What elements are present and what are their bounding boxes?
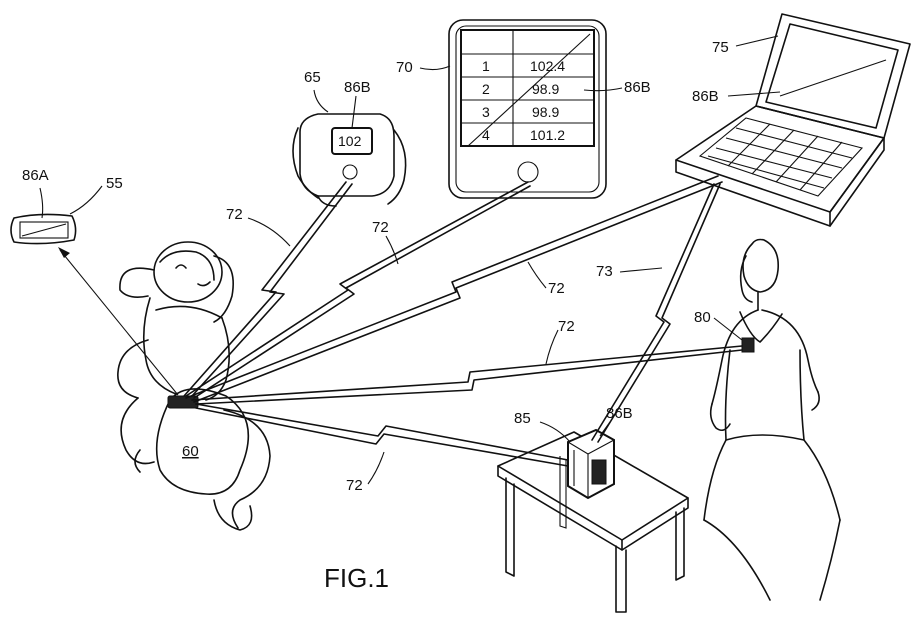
leader-line-86B-wrist — [352, 96, 356, 128]
label-80: 80 — [694, 309, 711, 326]
leader-line-80 — [714, 318, 742, 340]
leader-line-86A — [40, 188, 43, 218]
label-73: 73 — [596, 263, 613, 280]
leader-line-72-caregiver — [546, 330, 558, 364]
label-60: 60 — [182, 443, 199, 460]
leader-line-72-table — [368, 452, 384, 484]
label-72-caregiver: 72 — [558, 318, 575, 335]
label-72-tablet: 72 — [372, 219, 389, 236]
label-86B-wrist: 86B — [344, 79, 371, 96]
label-72-wrist: 72 — [226, 206, 243, 223]
leader-line-75 — [736, 36, 778, 46]
infant-illustration — [118, 242, 270, 530]
label-75: 75 — [712, 39, 729, 56]
label-70: 70 — [396, 59, 413, 76]
leader-line-72-wrist — [248, 218, 290, 246]
table-row-3-value: 98.9 — [532, 104, 559, 120]
wireless-links — [184, 176, 742, 466]
arrowhead-receiver — [58, 247, 70, 258]
receiver-device — [11, 214, 76, 243]
table-row-4-index: 4 — [482, 127, 490, 143]
leader-line-72-laptop — [528, 262, 546, 288]
leader-line-86B-laptop — [728, 92, 780, 96]
table-row-1-index: 1 — [482, 58, 490, 74]
label-86B-laptop: 86B — [692, 88, 719, 105]
leader-line-55 — [70, 186, 102, 214]
leader-line-70 — [420, 66, 450, 70]
caregiver-figure — [704, 240, 840, 601]
wrist-device — [293, 114, 406, 206]
table-row-4-value: 101.2 — [530, 127, 565, 143]
tablet-device — [449, 20, 606, 198]
leader-line-65 — [314, 90, 328, 112]
table-row-2-index: 2 — [482, 81, 490, 97]
table-row-2-value: 98.9 — [532, 81, 559, 97]
arrow-to-receiver — [60, 250, 178, 395]
label-72-table: 72 — [346, 477, 363, 494]
table-unit — [568, 430, 614, 498]
leader-line-85 — [540, 422, 570, 442]
table-row-1-value: 102.4 — [530, 58, 565, 74]
table-row-3-index: 3 — [482, 104, 490, 120]
leader-line-72-tablet — [386, 236, 398, 264]
wrist-display-reading: 102 — [338, 133, 362, 149]
label-86A: 86A — [22, 167, 49, 184]
label-65: 65 — [304, 69, 321, 86]
label-72-laptop: 72 — [548, 280, 565, 297]
label-85: 85 — [514, 410, 531, 427]
leader-line-73 — [620, 268, 662, 272]
label-86B-tablet: 86B — [624, 79, 651, 96]
label-55: 55 — [106, 175, 123, 192]
figure-caption: FIG.1 — [324, 563, 389, 593]
